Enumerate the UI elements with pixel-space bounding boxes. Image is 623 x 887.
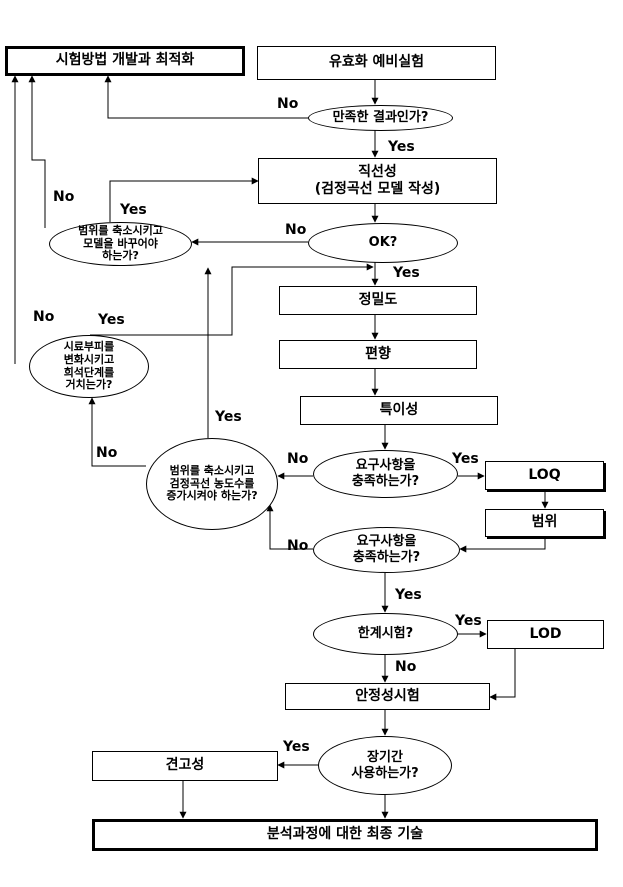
- ok-decision: OK?: [308, 223, 458, 263]
- yes-label-satisfactory: Yes: [388, 139, 415, 155]
- specificity-box: 특이성: [300, 396, 498, 425]
- limit-test-decision: 한계시험?: [313, 613, 458, 655]
- sample-change-decision: 시료부피를 변화시키고 희석단계를 거치는가?: [29, 335, 149, 398]
- bias-box: 편향: [279, 340, 477, 369]
- lod-box: LOD: [487, 620, 604, 649]
- no-label-narrow-model: No: [53, 189, 75, 205]
- no-label-ok: No: [285, 222, 307, 238]
- satisfactory-decision: 만족한 결과인가?: [308, 105, 453, 131]
- robustness-box: 견고성: [92, 751, 278, 781]
- yes-label-narrow-conc: Yes: [215, 409, 242, 425]
- prelim-box: 유효화 예비실험: [257, 46, 496, 80]
- yes-label-requirements-1: Yes: [452, 451, 479, 467]
- yes-label-ok: Yes: [393, 265, 420, 281]
- yes-label-sample-change: Yes: [98, 312, 125, 328]
- requirements-1-decision: 요구사항을 충족하는가?: [313, 450, 458, 498]
- precision-box: 정밀도: [279, 286, 477, 315]
- range-box: 범위: [485, 509, 604, 537]
- final-box: 분석과정에 대한 최종 기술: [92, 819, 598, 851]
- yes-label-requirements-2: Yes: [395, 587, 422, 603]
- yes-label-limit-test: Yes: [455, 613, 482, 629]
- no-label-sample-change: No: [33, 309, 55, 325]
- yes-label-narrow-model: Yes: [120, 202, 147, 218]
- narrow-model-decision: 범위를 축소시키고 모델을 바꾸어야 하는가?: [49, 222, 192, 266]
- yes-label-long-term: Yes: [283, 739, 310, 755]
- no-label-requirements-1: No: [287, 451, 309, 467]
- no-label-satisfactory: No: [277, 96, 299, 112]
- no-label-narrow-conc: No: [96, 445, 118, 461]
- long-term-decision: 장기간 사용하는가?: [318, 736, 452, 795]
- requirements-2-decision: 요구사항을 충족하는가?: [313, 527, 460, 573]
- no-label-requirements-2: No: [287, 538, 309, 554]
- linearity-box: 직선성 (검정곡선 모델 작성): [258, 158, 497, 204]
- narrow-conc-decision: 범위를 축소시키고 검정곡선 농도수를 증가시켜야 하는가?: [146, 438, 278, 530]
- no-label-limit-test: No: [395, 659, 417, 675]
- stability-box: 안정성시험: [285, 683, 490, 710]
- loq-box: LOQ: [485, 461, 604, 490]
- method-dev-box: 시험방법 개발과 최적화: [5, 46, 245, 76]
